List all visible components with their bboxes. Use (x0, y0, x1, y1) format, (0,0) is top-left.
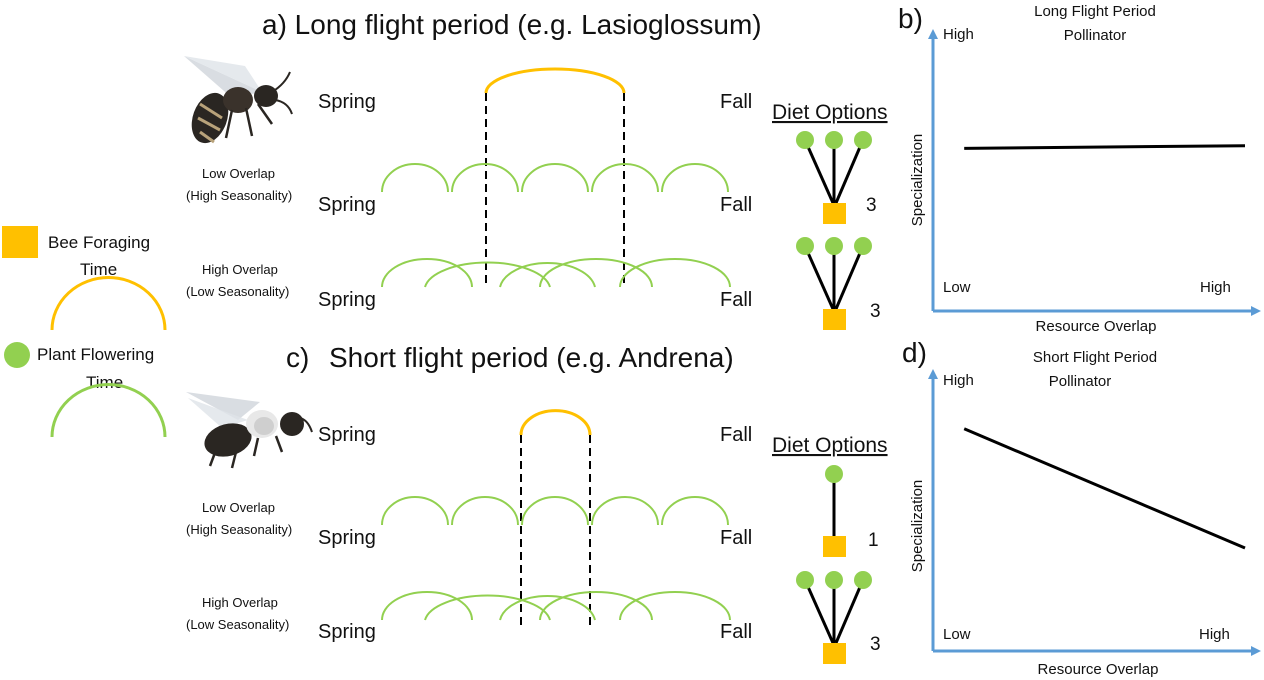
legend-plant-label-2: Time (86, 373, 123, 392)
andrena-bee-image (186, 392, 313, 469)
bee-square-icon (2, 226, 38, 258)
c-diet-count-low: 1 (868, 530, 879, 551)
a-mid-fall: Fall (720, 194, 752, 216)
a-top-spring: Spring (318, 91, 376, 113)
c-low-overlap-2: (High Seasonality) (186, 522, 292, 537)
a-bee-foraging-arc (484, 67, 626, 94)
c-low-overlap-plant-arcs (381, 496, 729, 526)
c-bee-foraging-arc (519, 409, 592, 436)
chart-b-title-1: Long Flight Period (1034, 3, 1156, 20)
chart-b-x-high-tick: High (1200, 279, 1231, 296)
a-low-overlap-2: (High Seasonality) (186, 188, 292, 203)
c-diet-count-high: 3 (870, 634, 881, 655)
chart-b-y-high-tick: High (943, 26, 974, 43)
c-high-overlap-2: (Low Seasonality) (186, 617, 289, 632)
a-bottom-fall: Fall (720, 289, 752, 311)
c-mid-fall: Fall (720, 527, 752, 549)
c-diet-network-high (796, 571, 872, 664)
legend-bee-label-2: Time (80, 260, 117, 279)
c-low-overlap-1: Low Overlap (202, 500, 275, 515)
c-bottom-fall: Fall (720, 621, 752, 643)
a-high-overlap-1: High Overlap (202, 262, 278, 277)
plant-flowering-arc-icon (50, 383, 167, 438)
c-diet-network-low (823, 465, 846, 557)
chart-b-letter: b) (898, 3, 923, 34)
chart-d-series-line (963, 427, 1246, 550)
c-high-overlap-plant-arcs (381, 591, 731, 621)
chart-d-y-high-tick: High (943, 372, 974, 389)
chart-d-y-label: Specialization (909, 480, 926, 573)
a-diet-count-high: 3 (870, 301, 881, 322)
chart-d-letter: d) (902, 337, 927, 368)
a-low-overlap-plant-arcs (381, 163, 729, 193)
chart-d-x-high-tick: High (1199, 626, 1230, 643)
chart-d-title-2: Pollinator (1049, 373, 1112, 390)
legend: Bee Foraging Time Plant Flowering Time (2, 226, 167, 438)
chart-d: d) Short Flight Period Pollinator High L… (902, 337, 1261, 678)
panel-a: a) Long flight period (e.g. Lasioglossum… (184, 9, 888, 330)
plant-dot-icon (4, 342, 30, 368)
a-mid-spring: Spring (318, 194, 376, 216)
chart-d-title-1: Short Flight Period (1033, 349, 1157, 366)
chart-b-x-label: Resource Overlap (1036, 318, 1157, 335)
chart-b: b) Long Flight Period Pollinator High Lo… (898, 3, 1261, 335)
chart-b-y-label: Specialization (909, 134, 926, 227)
chart-d-x-label: Resource Overlap (1038, 661, 1159, 678)
lasioglossum-bee-image (184, 56, 293, 144)
chart-d-x-low-tick: Low (943, 626, 971, 643)
a-top-fall: Fall (720, 91, 752, 113)
legend-plant-label-1: Plant Flowering (37, 345, 154, 364)
panel-c: c) Short flight period (e.g. Andrena) Sp… (186, 342, 888, 664)
a-diet-network-low (796, 131, 872, 224)
a-diet-network-high (796, 237, 872, 330)
c-high-overlap-1: High Overlap (202, 595, 278, 610)
a-high-overlap-2: (Low Seasonality) (186, 284, 289, 299)
chart-b-series-line (964, 144, 1246, 150)
a-low-overlap-1: Low Overlap (202, 166, 275, 181)
chart-b-title-2: Pollinator (1064, 27, 1127, 44)
a-bottom-spring: Spring (318, 289, 376, 311)
legend-bee-label-1: Bee Foraging (48, 233, 150, 252)
a-diet-options-header: Diet Options (772, 101, 888, 124)
c-top-spring: Spring (318, 424, 376, 446)
bee-foraging-arc-icon (50, 276, 167, 331)
c-mid-spring: Spring (318, 527, 376, 549)
c-bottom-spring: Spring (318, 621, 376, 643)
a-diet-count-low: 3 (866, 195, 877, 216)
panel-c-letter: c) (286, 342, 309, 373)
c-diet-options-header: Diet Options (772, 434, 888, 457)
chart-b-x-low-tick: Low (943, 279, 971, 296)
panel-a-title: a) Long flight period (e.g. Lasioglossum… (262, 9, 762, 40)
c-top-fall: Fall (720, 424, 752, 446)
panel-c-title: Short flight period (e.g. Andrena) (329, 342, 734, 373)
a-high-overlap-plant-arcs (381, 258, 731, 288)
